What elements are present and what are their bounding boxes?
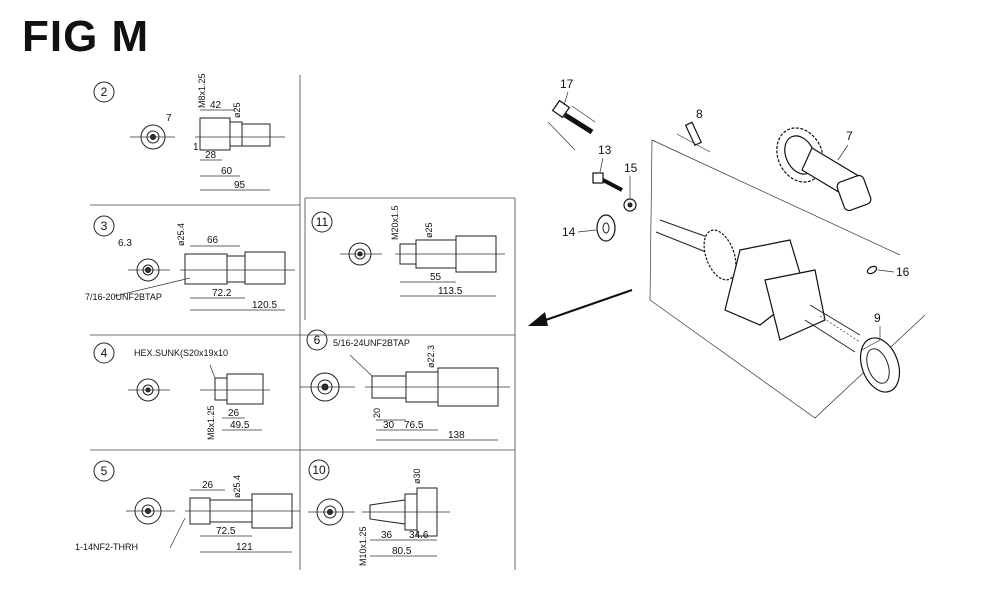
panel-5-label-2: 72.5 [216, 526, 236, 537]
callout-14: 14 [562, 225, 576, 239]
bearing-9 [859, 337, 901, 393]
panel-2-label-6: 95 [234, 180, 246, 191]
panel-3-number: 3 [101, 219, 108, 233]
panel-5-label-1: ø25.4 [232, 475, 242, 498]
callout-9: 9 [874, 311, 881, 325]
washer-14 [596, 214, 616, 242]
panel-4-label-2: 26 [228, 408, 240, 419]
panel-11-label-2: 55 [430, 272, 442, 283]
panel-3-label-5: 7/16-20UNF2BTAP [85, 292, 162, 302]
panel-5-label-4: 1-14NF2-THRH [75, 542, 138, 552]
callout-7: 7 [846, 129, 853, 143]
panel-11-label-3: 113.5 [438, 286, 463, 297]
callout-8: 8 [696, 107, 703, 121]
panel-6-label-0: 5/16-24UNF2BTAP [333, 338, 410, 348]
panel-4-number: 4 [101, 346, 108, 360]
panel-6-label-3: 76.5 [404, 420, 424, 431]
panel-3-label-3: 72.2 [212, 288, 232, 299]
callout-13: 13 [598, 143, 612, 157]
panel-10-label-3: 34.6 [409, 530, 429, 541]
figure-title: FIG M [22, 12, 150, 61]
gear-7 [776, 127, 872, 212]
panel-2-label-4: 28 [205, 150, 217, 161]
panel-grid [90, 75, 516, 570]
panel-10: 10 ø30 M10x1.25 36 34.6 80.5 [308, 459, 450, 566]
panel-2-label-5: 60 [221, 166, 233, 177]
panel-2-label-7: 1 [193, 142, 199, 153]
panel-6-label-2: 30 [383, 420, 395, 431]
panel-4: 4 HEX.SUNK(S20x19x10 M8x1.25 26 49.5 [93, 342, 270, 440]
crankshaft [655, 219, 861, 353]
bolt-17 [547, 99, 596, 151]
callout-15: 15 [624, 161, 638, 175]
key-8 [676, 121, 711, 153]
panel-10-label-2: 36 [381, 530, 393, 541]
panel-6-label-4: 138 [448, 430, 465, 441]
panel-10-number: 10 [312, 463, 326, 477]
panel-3-label-2: 66 [207, 235, 219, 246]
panel-4-label-1: M8x1.25 [206, 405, 216, 440]
pin-16 [866, 265, 878, 275]
panel-11-label-0: M20x1.5 [390, 205, 400, 240]
panel-2-label-1: M8x1.25 [197, 73, 207, 108]
pointer-arrow [528, 289, 633, 326]
panel-2-label-2: 42 [210, 100, 222, 111]
panel-3-label-1: ø25.4 [176, 223, 186, 246]
bolt-13 [592, 172, 623, 192]
panel-3: 3 6.3 ø25.4 66 72.2 120.5 7/16-20UNF2BTA… [85, 215, 295, 311]
panel-10-label-4: 80.5 [392, 546, 412, 557]
panel-10-label-0: ø30 [412, 468, 422, 484]
panel-2-number: 2 [101, 85, 108, 99]
panel-6: 6 5/16-24UNF2BTAP ø22.3 30 76.5 138 20 [300, 329, 510, 441]
panel-11-number: 11 [316, 215, 329, 229]
panel-2-label-3: ø25 [232, 102, 242, 118]
panel-3-label-4: 120.5 [252, 300, 277, 311]
panel-3-label-0: 6.3 [118, 238, 132, 249]
callout-16: 16 [896, 265, 910, 279]
panel-5-label-3: 121 [236, 542, 253, 553]
panel-11-label-1: ø25 [424, 222, 434, 238]
panel-5-label-0: 26 [202, 480, 214, 491]
panel-5-number: 5 [101, 464, 108, 478]
panel-11: 11 M20x1.5 ø25 55 113.5 [311, 205, 505, 297]
panel-2: 2 7 M8x1.25 42 ø25 28 60 95 1 [93, 73, 285, 191]
panel-10-label-1: M10x1.25 [358, 526, 368, 566]
panel-2-number-circle [93, 81, 115, 103]
panel-5: 5 26 ø25.4 72.5 121 1-14NF2-THRH [75, 460, 300, 553]
panel-6-label-1: ø22.3 [426, 345, 436, 368]
callout-17: 17 [560, 77, 574, 91]
callouts: 17 8 7 13 15 14 16 9 [560, 77, 910, 340]
panel-6-number: 6 [314, 333, 321, 347]
panel-2-label-0: 7 [166, 113, 172, 124]
panel-6-label-5: 20 [372, 408, 382, 418]
panel-4-label-0: HEX.SUNK(S20x19x10 [134, 348, 228, 358]
panel-4-label-3: 49.5 [230, 420, 250, 431]
exploded-view [547, 99, 926, 419]
